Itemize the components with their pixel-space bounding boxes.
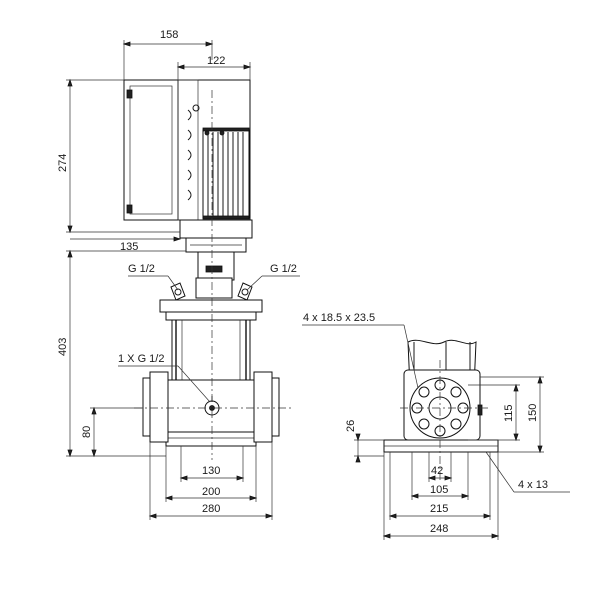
terminal-screw-bottom	[126, 204, 133, 214]
pump-head-flange	[165, 311, 257, 321]
dim-274: 274	[57, 154, 69, 172]
dim-105: 105	[430, 484, 448, 496]
base-foot	[165, 431, 257, 447]
label-vent-right: G 1/2	[270, 263, 297, 275]
label-mounting-holes: 4 x 13	[518, 479, 548, 491]
terminal-box-inner	[129, 85, 173, 215]
outlet-flange	[253, 371, 273, 443]
label-flange-bolts: 4 x 18.5 x 23.5	[303, 312, 375, 324]
side-view: 4 x 18.5 x 23.5 115 150 26 42	[302, 312, 570, 540]
dim-115: 115	[503, 404, 515, 422]
dim-215: 215	[430, 503, 448, 515]
label-vent-left: G 1/2	[128, 263, 155, 275]
dim-80: 80	[81, 426, 93, 438]
inlet-flange	[149, 371, 169, 443]
front-view: 158 122 274 135 403 80	[57, 29, 300, 520]
motor-indicator	[192, 104, 200, 112]
dim-150: 150	[527, 404, 539, 422]
terminal-box	[123, 79, 179, 221]
dim-248: 248	[430, 523, 448, 535]
dim-26: 26	[345, 420, 357, 432]
motor-bumps	[187, 109, 192, 201]
outlet-flange-face	[271, 377, 280, 437]
dim-42: 42	[431, 465, 443, 477]
motor-stool	[179, 219, 253, 239]
cooling-fins	[202, 127, 250, 220]
dim-280: 280	[202, 503, 220, 515]
seal-ring	[205, 265, 223, 273]
shaft-seal	[195, 277, 233, 299]
dim-200: 200	[202, 486, 220, 498]
label-drain: 1 X G 1/2	[118, 353, 164, 365]
dim-135: 135	[120, 241, 138, 253]
dim-403: 403	[57, 338, 69, 356]
dim-158: 158	[160, 29, 178, 41]
pump-head	[159, 299, 263, 313]
terminal-screw-top	[126, 89, 133, 99]
side-port	[477, 404, 483, 416]
inlet-flange-face	[142, 377, 151, 437]
vent-plug-left	[170, 282, 186, 301]
vent-plug-right	[237, 282, 253, 301]
dim-130: 130	[202, 465, 220, 477]
dim-122: 122	[207, 55, 225, 67]
